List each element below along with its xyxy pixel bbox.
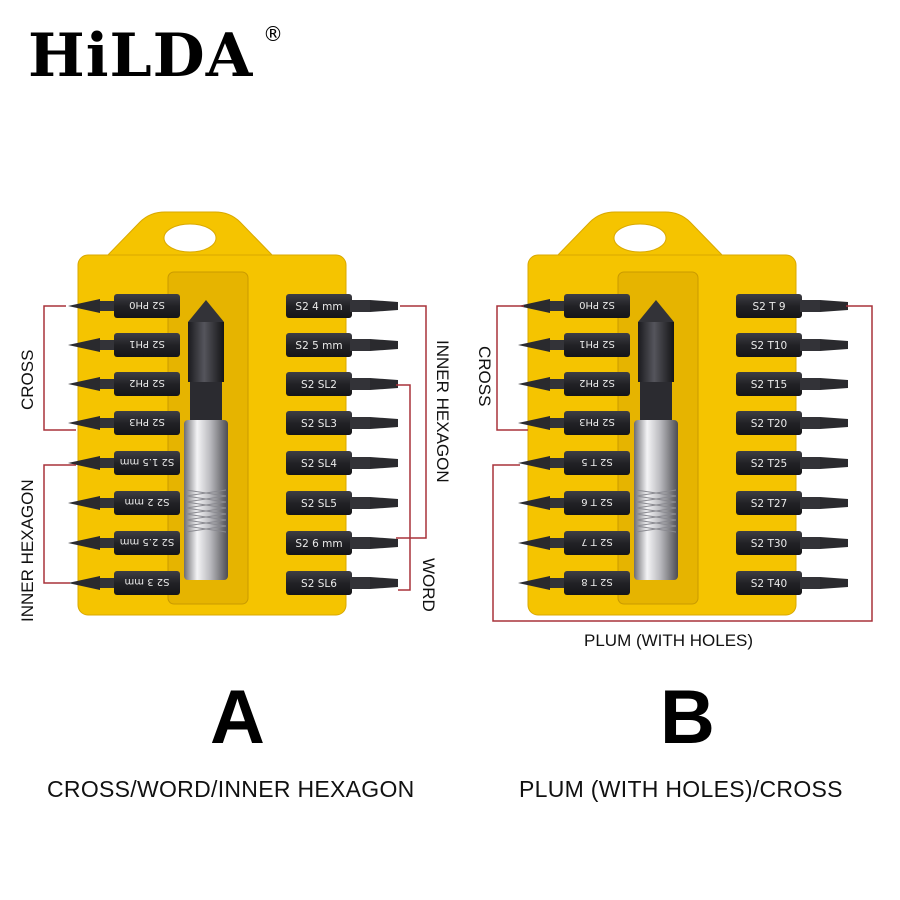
bit-label: S2 T15 bbox=[751, 379, 787, 391]
bit-label: S2 SL3 bbox=[301, 418, 337, 430]
bit-label: S2 PH1 bbox=[579, 338, 615, 349]
bit-label: S2 PH0 bbox=[129, 299, 165, 310]
bit-label: S2 1.5 mm bbox=[120, 456, 174, 467]
bit-left-1: S2 PH1 bbox=[68, 333, 180, 357]
bit-label: S2 T27 bbox=[751, 498, 787, 510]
bit-label: S2 6 mm bbox=[295, 538, 342, 550]
bit-right-7: S2 T40 bbox=[736, 571, 848, 595]
bit-label: S2 T 9 bbox=[752, 301, 785, 313]
label-a-inner-hexagon-left: INNER HEXAGON bbox=[18, 479, 37, 622]
label-a-cross: CROSS bbox=[18, 349, 37, 410]
bit-left-2: S2 PH2 bbox=[518, 372, 630, 396]
bit-label: S2 PH0 bbox=[579, 299, 615, 310]
bit-left-2: S2 PH2 bbox=[68, 372, 180, 396]
bit-label: S2 3 mm bbox=[125, 576, 170, 587]
bit-label: S2 PH2 bbox=[579, 377, 615, 388]
bit-right-0: S2 4 mm bbox=[286, 294, 398, 318]
bit-left-7: S2 T 8 bbox=[518, 571, 630, 595]
bit-right-2: S2 SL2 bbox=[286, 372, 398, 396]
bit-left-1: S2 PH1 bbox=[518, 333, 630, 357]
tray-a: S2 PH0 S2 PH1 S2 PH2 S2 PH3 S2 1.5 mm S2 2 mm… bbox=[68, 211, 398, 616]
brand-logo: HiLDA bbox=[28, 21, 254, 91]
bit-label: S2 T25 bbox=[751, 458, 787, 470]
bit-label: S2 2 mm bbox=[125, 496, 170, 507]
bit-label: S2 T 6 bbox=[581, 496, 613, 507]
bit-label: S2 2.5 mm bbox=[120, 536, 174, 547]
bit-label: S2 PH1 bbox=[129, 338, 165, 349]
bit-left-3: S2 PH3 bbox=[68, 411, 180, 435]
bit-right-5: S2 T27 bbox=[736, 491, 848, 515]
label-a-inner-hexagon-right: INNER HEXAGON bbox=[433, 340, 452, 483]
bit-right-6: S2 6 mm bbox=[286, 531, 398, 555]
set-b-caption: PLUM (WITH HOLES)/CROSS bbox=[519, 776, 843, 802]
set-a-letter: A bbox=[210, 675, 265, 760]
bit-right-5: S2 SL5 bbox=[286, 491, 398, 515]
bit-right-4: S2 SL4 bbox=[286, 451, 398, 475]
bit-label: S2 5 mm bbox=[295, 340, 342, 352]
set-a-caption: CROSS/WORD/INNER HEXAGON bbox=[47, 776, 415, 802]
bit-left-0: S2 PH0 bbox=[68, 294, 180, 318]
bit-label: S2 T30 bbox=[751, 538, 787, 550]
bit-right-3: S2 SL3 bbox=[286, 411, 398, 435]
bit-label: S2 T40 bbox=[751, 578, 787, 590]
bit-left-4: S2 T 5 bbox=[518, 451, 630, 475]
bit-label: S2 SL2 bbox=[301, 379, 337, 391]
bit-right-3: S2 T20 bbox=[736, 411, 848, 435]
bit-label: S2 T 8 bbox=[581, 576, 613, 587]
set-b-letter: B bbox=[660, 675, 715, 760]
bit-right-0: S2 T 9 bbox=[736, 294, 848, 318]
bit-left-6: S2 T 7 bbox=[518, 531, 630, 555]
bit-right-4: S2 T25 bbox=[736, 451, 848, 475]
bit-left-7: S2 3 mm bbox=[68, 571, 180, 595]
bit-left-0: S2 PH0 bbox=[518, 294, 630, 318]
label-a-word: WORD bbox=[419, 558, 438, 612]
bit-label: S2 PH2 bbox=[129, 377, 165, 388]
brackets-b bbox=[492, 305, 873, 622]
bit-label: S2 4 mm bbox=[295, 301, 342, 313]
bit-label: S2 T 7 bbox=[581, 536, 613, 547]
label-b-plum: PLUM (WITH HOLES) bbox=[584, 631, 754, 650]
bit-left-3: S2 PH3 bbox=[518, 411, 630, 435]
bit-right-7: S2 SL6 bbox=[286, 571, 398, 595]
bit-label: S2 SL4 bbox=[301, 458, 337, 470]
bit-label: S2 T10 bbox=[751, 340, 787, 352]
bit-label: S2 PH3 bbox=[579, 416, 615, 427]
bit-right-2: S2 T15 bbox=[736, 372, 848, 396]
brackets-a bbox=[43, 305, 427, 591]
bit-label: S2 SL6 bbox=[301, 578, 337, 590]
bit-left-6: S2 2.5 mm bbox=[68, 531, 180, 555]
bit-right-6: S2 T30 bbox=[736, 531, 848, 555]
bit-left-5: S2 T 6 bbox=[518, 491, 630, 515]
tray-b: S2 PH0 S2 PH1 S2 PH2 S2 PH3 S2 T 5 S2 T 6 S2 T… bbox=[518, 211, 848, 616]
bit-label: S2 PH3 bbox=[129, 416, 165, 427]
bit-left-5: S2 2 mm bbox=[68, 491, 180, 515]
bit-right-1: S2 5 mm bbox=[286, 333, 398, 357]
bit-label: S2 SL5 bbox=[301, 498, 337, 510]
label-b-cross: CROSS bbox=[475, 346, 494, 407]
bit-label: S2 T20 bbox=[751, 418, 787, 430]
bit-left-4: S2 1.5 mm bbox=[68, 451, 180, 475]
bit-right-1: S2 T10 bbox=[736, 333, 848, 357]
registered-mark: ® bbox=[263, 22, 283, 46]
bit-label: S2 T 5 bbox=[581, 456, 613, 467]
